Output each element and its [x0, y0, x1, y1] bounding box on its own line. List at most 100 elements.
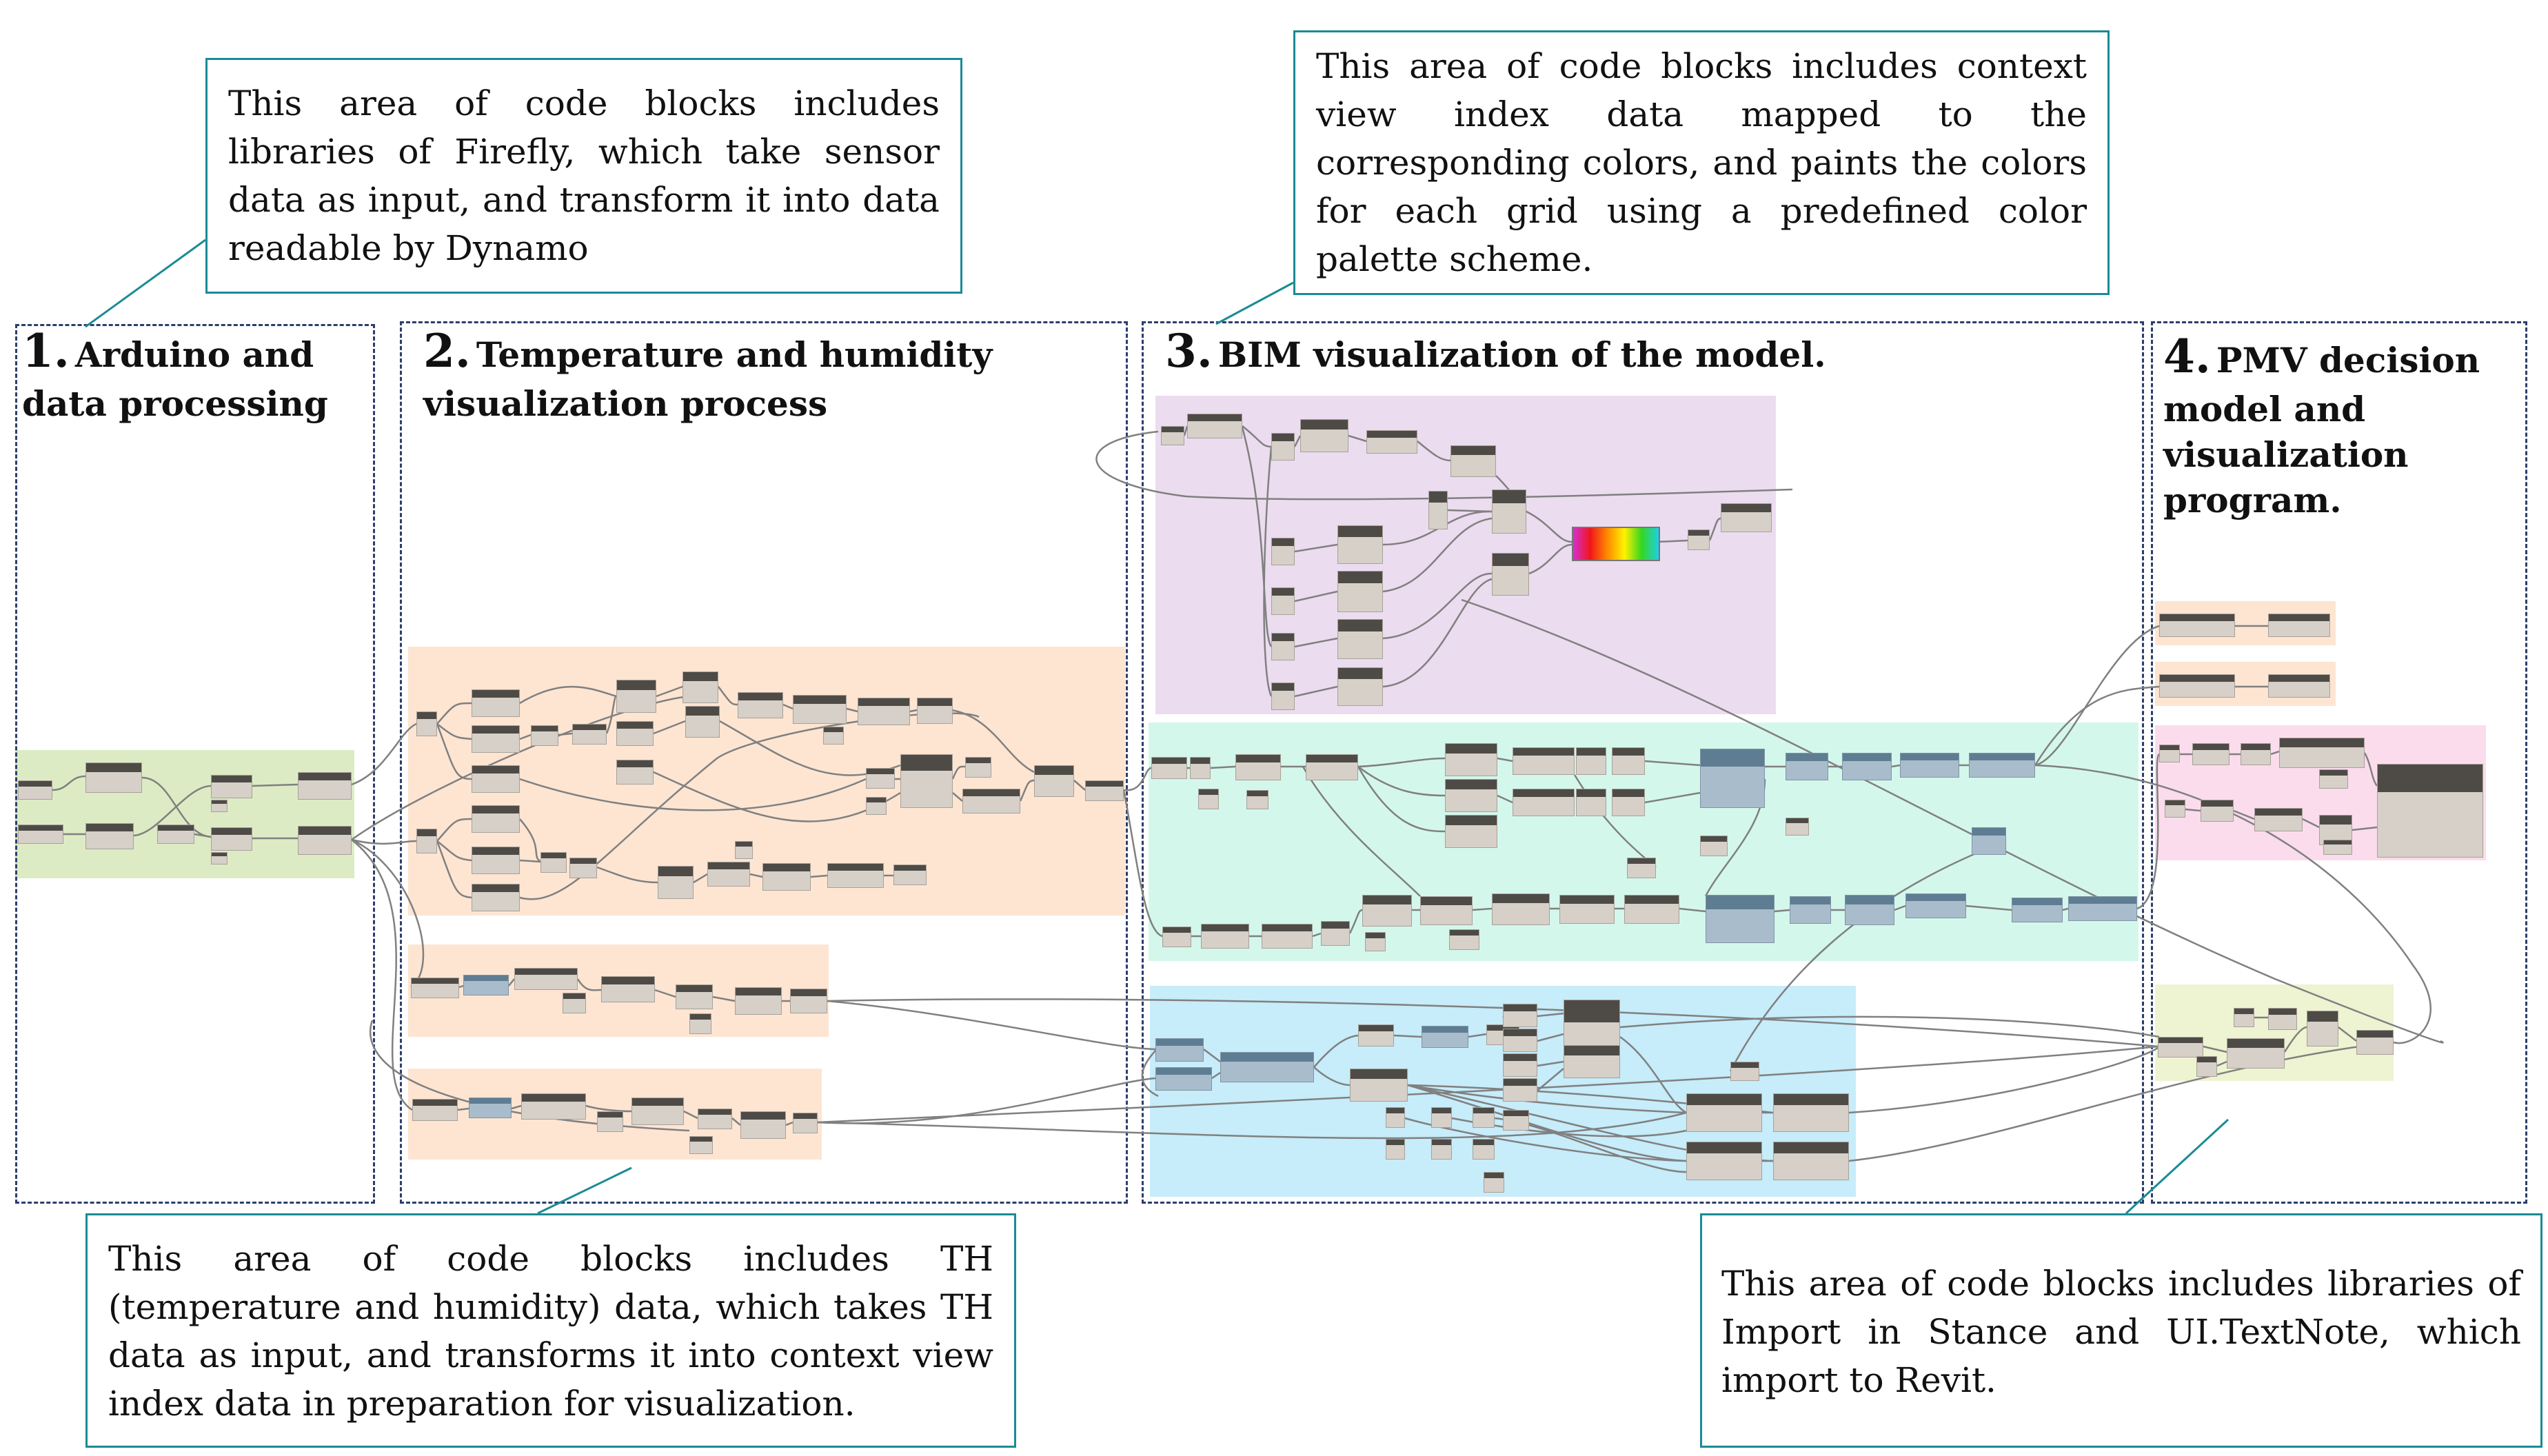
code-block-node[interactable]: [1484, 1172, 1504, 1193]
code-block-node[interactable]: [1271, 538, 1295, 565]
code-block-node[interactable]: [793, 1113, 818, 1133]
code-block-node[interactable]: [616, 760, 654, 785]
code-block-node[interactable]: [2159, 745, 2180, 762]
code-block-node[interactable]: [1246, 790, 1268, 809]
code-block-node[interactable]: [1162, 927, 1191, 947]
code-block-node[interactable]: [1972, 827, 2006, 855]
code-block-node[interactable]: [1220, 1052, 1314, 1082]
code-block-node[interactable]: [2268, 614, 2330, 637]
code-block-node[interactable]: [1969, 753, 2035, 778]
code-block-node[interactable]: [1564, 1045, 1620, 1078]
code-block-node[interactable]: [1730, 1062, 1759, 1081]
code-block-node[interactable]: [1386, 1139, 1405, 1160]
code-block-node[interactable]: [1366, 430, 1417, 454]
code-block-node[interactable]: [2227, 1038, 2285, 1069]
code-block-node[interactable]: [2279, 738, 2365, 768]
code-block-node[interactable]: [866, 797, 887, 815]
code-block-node[interactable]: [569, 858, 597, 878]
code-block-node[interactable]: [463, 975, 509, 995]
code-block-node[interactable]: [601, 976, 655, 1002]
code-block-node[interactable]: [514, 968, 578, 990]
code-block-node[interactable]: [676, 984, 713, 1009]
code-block-node[interactable]: [707, 862, 750, 887]
code-block-node[interactable]: [1422, 1026, 1468, 1048]
code-block-node[interactable]: [735, 841, 753, 859]
code-block-node[interactable]: [572, 724, 607, 745]
code-block-node[interactable]: [1358, 1024, 1394, 1046]
code-block-node[interactable]: [1445, 779, 1497, 812]
code-block-node[interactable]: [1271, 633, 1295, 660]
code-block-node[interactable]: [1337, 525, 1383, 564]
code-block-node[interactable]: [823, 727, 844, 745]
code-block-node[interactable]: [2196, 1056, 2217, 1077]
code-block-node[interactable]: [1271, 682, 1295, 710]
code-block-node[interactable]: [298, 772, 352, 800]
code-block-node[interactable]: [85, 823, 134, 849]
code-block-node[interactable]: [1201, 924, 1249, 949]
code-block-node[interactable]: [1445, 743, 1497, 776]
code-block-node[interactable]: [1790, 896, 1831, 924]
code-block-node[interactable]: [1450, 445, 1496, 477]
code-block-node[interactable]: [1576, 789, 1606, 816]
code-block-node[interactable]: [762, 863, 811, 891]
code-block-node[interactable]: [1700, 749, 1765, 808]
code-block-node[interactable]: [2268, 674, 2330, 698]
code-block-node[interactable]: [416, 711, 437, 736]
code-block-node[interactable]: [531, 725, 558, 746]
code-block-node[interactable]: [1612, 789, 1645, 816]
code-block-node[interactable]: [1300, 419, 1348, 452]
code-block-node[interactable]: [472, 689, 520, 717]
code-block-node[interactable]: [658, 866, 694, 899]
code-block-node[interactable]: [1365, 932, 1386, 951]
code-block-node[interactable]: [2234, 1008, 2254, 1027]
code-block-node[interactable]: [1431, 1107, 1452, 1128]
code-block-node[interactable]: [1576, 747, 1606, 775]
code-block-node[interactable]: [1337, 667, 1383, 706]
code-block-node[interactable]: [1700, 836, 1728, 856]
code-block-node[interactable]: [1431, 1139, 1452, 1160]
code-block-node[interactable]: [1271, 587, 1295, 615]
code-block-node[interactable]: [2159, 614, 2235, 637]
code-block-node[interactable]: [738, 692, 783, 718]
code-block-node[interactable]: [1686, 1093, 1762, 1132]
code-block-node[interactable]: [1773, 1142, 1849, 1180]
code-block-node[interactable]: [827, 863, 884, 888]
code-block-node[interactable]: [1624, 895, 1679, 924]
code-block-node[interactable]: [1420, 896, 1473, 925]
code-block-node[interactable]: [893, 865, 927, 885]
code-block-node[interactable]: [85, 762, 142, 793]
code-block-node[interactable]: [866, 768, 895, 789]
code-block-node[interactable]: [685, 706, 720, 738]
code-block-node[interactable]: [298, 826, 352, 855]
code-block-node[interactable]: [1706, 895, 1775, 943]
code-block-node[interactable]: [18, 780, 52, 800]
code-block-node[interactable]: [1085, 780, 1124, 801]
code-block-node[interactable]: [1492, 489, 1526, 534]
code-block-node[interactable]: [1449, 929, 1479, 950]
code-block-node[interactable]: [858, 698, 910, 725]
code-block-node[interactable]: [472, 847, 520, 874]
code-block-node[interactable]: [1503, 1004, 1537, 1027]
code-block-node[interactable]: [211, 827, 252, 851]
code-block-node[interactable]: [793, 695, 847, 724]
code-block-node[interactable]: [1190, 757, 1211, 779]
code-block-node[interactable]: [1559, 895, 1615, 924]
code-block-node[interactable]: [1721, 503, 1772, 532]
code-block-node[interactable]: [1905, 893, 1966, 918]
code-block-node[interactable]: [1445, 815, 1497, 848]
code-block-node[interactable]: [1034, 765, 1074, 797]
code-block-node[interactable]: [2307, 1011, 2338, 1046]
code-block-node[interactable]: [2192, 743, 2230, 765]
code-block-node[interactable]: [1151, 757, 1187, 779]
code-block-node[interactable]: [1350, 1069, 1408, 1102]
code-block-node[interactable]: [540, 852, 567, 873]
code-block-node[interactable]: [2323, 840, 2352, 855]
code-block-node[interactable]: [962, 789, 1020, 813]
code-block-node[interactable]: [698, 1109, 732, 1129]
code-block-node[interactable]: [1686, 1142, 1762, 1180]
code-block-node[interactable]: [790, 989, 827, 1013]
code-block-node[interactable]: [1786, 818, 1809, 836]
code-block-node[interactable]: [416, 829, 437, 853]
code-block-node[interactable]: [211, 852, 228, 865]
code-block-node[interactable]: [1428, 491, 1448, 529]
